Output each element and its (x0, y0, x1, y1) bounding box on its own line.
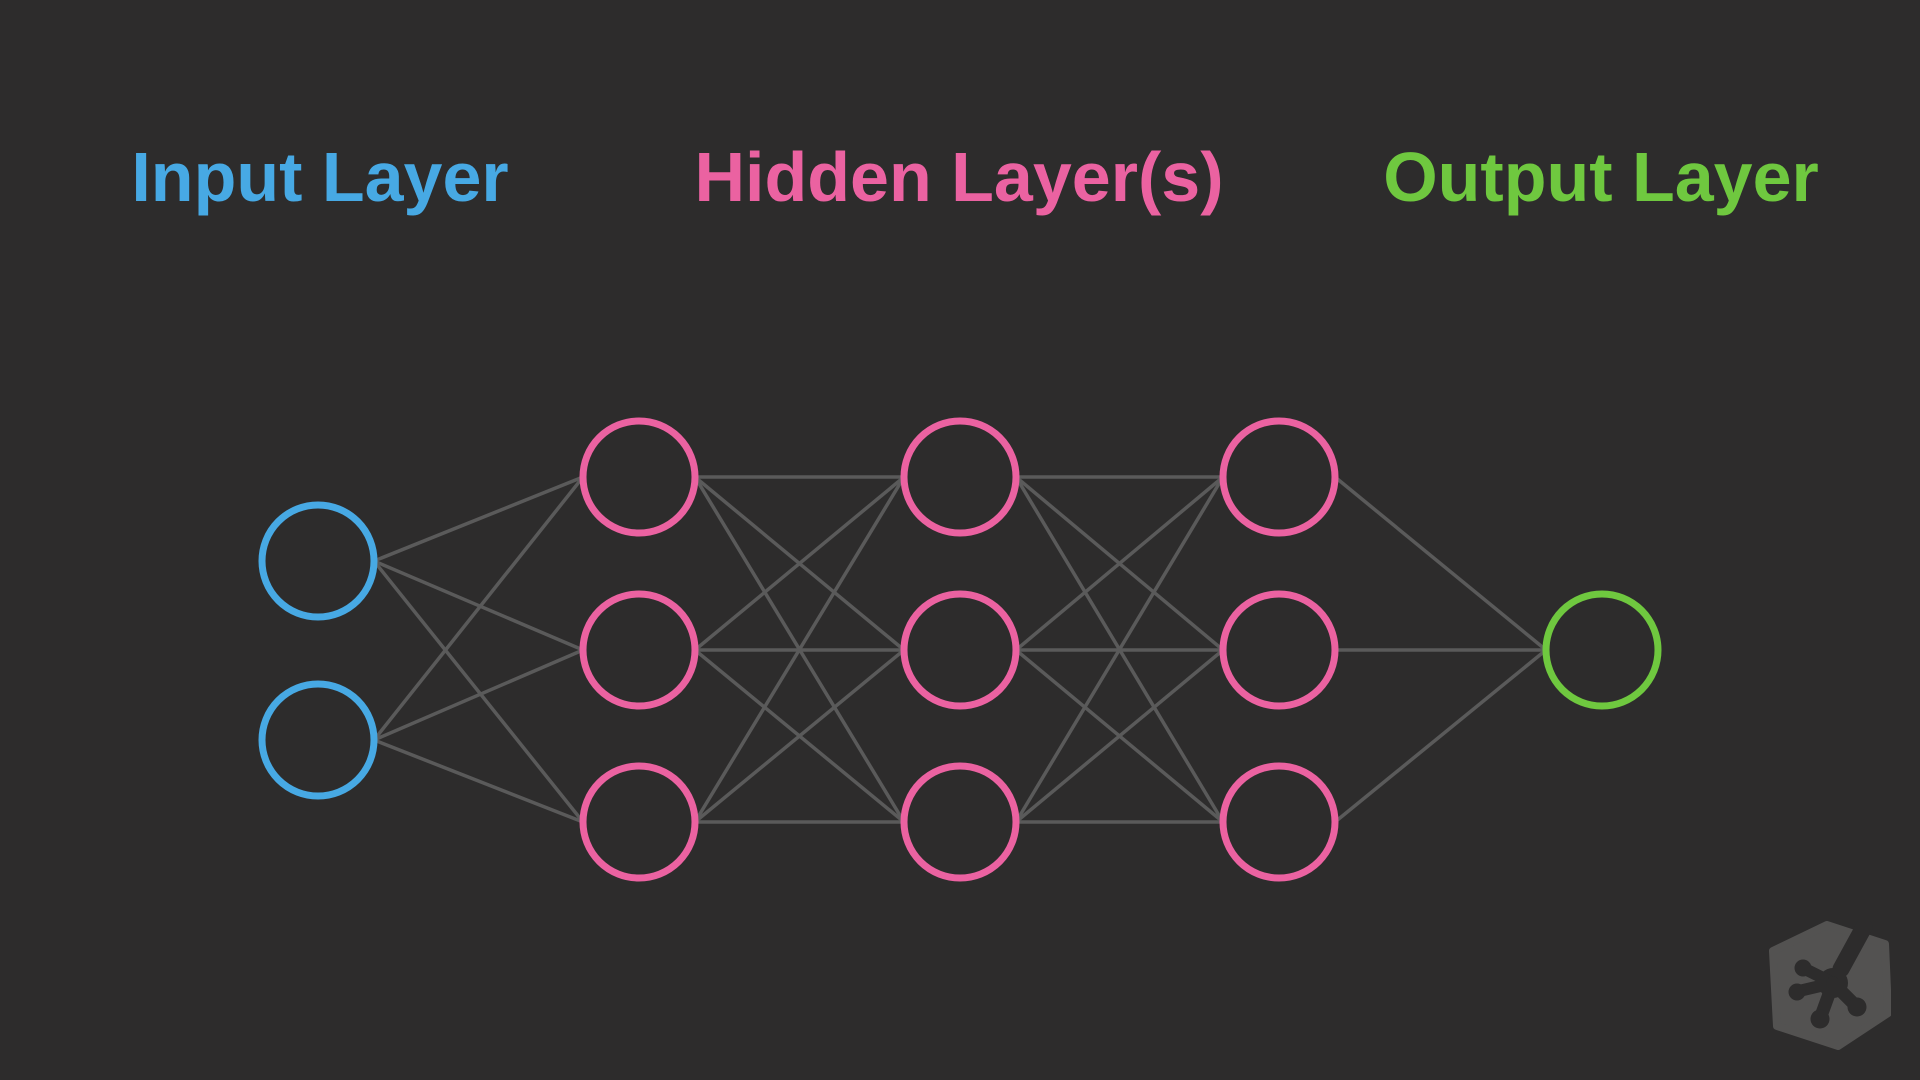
hidden-3-neuron-node (1219, 417, 1339, 537)
connection-line (693, 648, 906, 824)
output-neuron-node (1542, 590, 1662, 710)
connection-line (373, 475, 584, 563)
connection-line (1014, 475, 1225, 652)
input-layer-label: Input Layer (131, 138, 509, 216)
connection-line (1333, 648, 1548, 824)
hidden-1-neuron-node (579, 762, 699, 882)
hidden-1-neuron-node (579, 417, 699, 537)
hidden-3-neuron-node (1219, 590, 1339, 710)
connection-lines (372, 475, 1548, 824)
hidden-2-neuron-node (900, 417, 1020, 537)
connection-line (372, 559, 585, 824)
connection-line (693, 476, 906, 823)
connection-line (373, 559, 584, 652)
input-neuron-node (258, 680, 378, 800)
connection-line (372, 475, 585, 742)
hidden-1-neuron-node (579, 590, 699, 710)
hidden-3-neuron-node (1219, 762, 1339, 882)
frog-badge-logo-icon (1769, 921, 1891, 1050)
output-layer-label: Output Layer (1383, 138, 1819, 216)
connection-line (373, 648, 584, 742)
connection-line (693, 475, 906, 652)
input-neuron-node (258, 501, 378, 621)
neuron-nodes (258, 417, 1662, 882)
connection-line (373, 738, 584, 824)
connection-line (1333, 475, 1548, 652)
hidden-2-neuron-node (900, 590, 1020, 710)
hidden-2-neuron-node (900, 762, 1020, 882)
connection-line (1014, 476, 1225, 823)
connection-line (1014, 648, 1225, 824)
hidden-layer-label: Hidden Layer(s) (694, 138, 1224, 216)
frog-foot-cutout (1788, 921, 1873, 1029)
